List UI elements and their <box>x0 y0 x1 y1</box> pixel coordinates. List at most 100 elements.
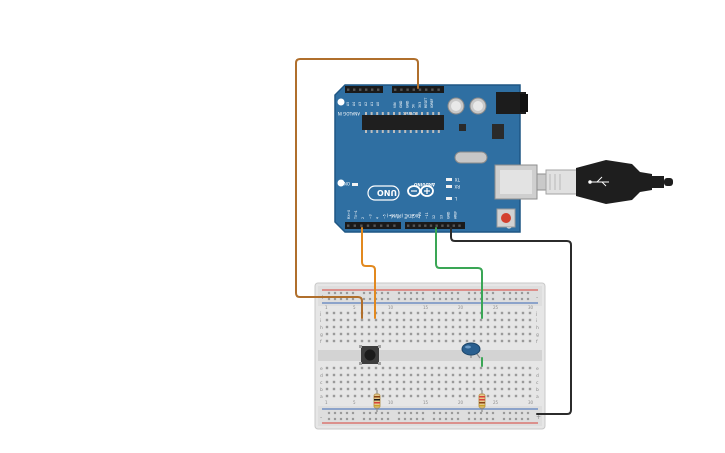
wire-orange-pin2[interactable] <box>361 227 376 319</box>
breadboard-hole <box>325 325 329 329</box>
analog-header <box>345 86 383 93</box>
breadboard-hole <box>500 366 504 370</box>
breadboard-hole <box>458 318 462 322</box>
breadboard-hole <box>353 325 357 329</box>
breadboard-hole <box>521 318 525 322</box>
rail-hole <box>502 417 506 421</box>
breadboard-hole <box>360 339 364 343</box>
header-pin <box>366 224 370 227</box>
rail-hole <box>386 291 390 295</box>
breadboard-hole <box>528 318 532 322</box>
breadboard-hole <box>451 387 455 391</box>
led-icon[interactable] <box>461 342 481 359</box>
rail-hole <box>421 417 425 421</box>
power-header <box>392 86 444 93</box>
breadboard-hole <box>339 318 343 322</box>
mounting-hole <box>337 98 345 106</box>
resistor-icon[interactable] <box>478 390 486 412</box>
rail-hole <box>450 297 454 301</box>
rail-hole <box>485 291 489 295</box>
breadboard-hole <box>514 387 518 391</box>
resistor-icon[interactable] <box>373 390 381 412</box>
breadboard-hole <box>458 373 462 377</box>
breadboard-hole <box>500 339 504 343</box>
rail-hole <box>491 417 495 421</box>
breadboard-hole <box>395 325 399 329</box>
chip-leg <box>393 130 395 133</box>
breadboard-hole <box>507 366 511 370</box>
breadboard-hole <box>325 394 329 398</box>
pin-label: GND <box>446 211 450 219</box>
breadboard-hole <box>528 366 532 370</box>
arduino-infinity-logo <box>407 185 434 197</box>
breadboard-hole <box>528 387 532 391</box>
breadboard-hole <box>353 394 357 398</box>
breadboard-hole <box>381 394 385 398</box>
pin-label: ~5 <box>383 214 387 219</box>
rail-hole <box>386 297 390 301</box>
breadboard-hole <box>458 332 462 336</box>
row-letter: f <box>536 339 538 345</box>
chip-leg <box>381 112 384 115</box>
breadboard-hole <box>437 318 441 322</box>
pin-label: 3V3 <box>418 102 422 108</box>
rail-hole <box>526 291 530 295</box>
atmega-chip <box>362 115 444 130</box>
breadboard-hole <box>409 318 413 322</box>
breadboard-hole <box>409 380 413 384</box>
breadboard-hole <box>360 366 364 370</box>
breadboard-hole <box>395 366 399 370</box>
rail-hole <box>491 411 495 415</box>
push-button-icon[interactable] <box>359 345 381 365</box>
breadboard-hole <box>374 380 378 384</box>
breadboard-hole <box>465 387 469 391</box>
reset-button-icon[interactable] <box>496 208 516 228</box>
breadboard-hole <box>332 373 336 377</box>
row-letter: c <box>536 381 539 386</box>
breadboard-hole <box>423 394 427 398</box>
row-letter: h <box>320 325 323 331</box>
breadboard-hole <box>521 311 525 315</box>
breadboard-hole <box>437 325 441 329</box>
rail-hole <box>380 291 384 295</box>
breadboard-hole <box>472 339 476 343</box>
rail-hole <box>345 417 349 421</box>
breadboard-hole <box>430 366 434 370</box>
wire-green-pin13[interactable] <box>435 227 483 319</box>
rail-hole <box>333 417 337 421</box>
tx-led <box>446 178 452 181</box>
breadboard-hole <box>479 380 483 384</box>
crystal-oscillator <box>454 151 488 164</box>
rail-hole <box>362 291 366 295</box>
breadboard-hole <box>388 394 392 398</box>
pin-label: ~9 <box>411 214 415 219</box>
breadboard-hole <box>402 387 406 391</box>
breadboard-hole <box>472 373 476 377</box>
breadboard-hole <box>458 311 462 315</box>
header-pin <box>407 224 410 227</box>
chip-leg <box>370 130 373 133</box>
arduino-brand-text: ARDUINO <box>413 182 435 187</box>
breadboard-hole <box>514 373 518 377</box>
breadboard-hole <box>437 380 441 384</box>
digital-header-high <box>405 222 465 229</box>
breadboard-hole <box>430 380 434 384</box>
breadboard-hole <box>416 311 420 315</box>
rail-hole <box>467 411 471 415</box>
breadboard-hole <box>451 380 455 384</box>
breadboard-hole <box>423 311 427 315</box>
wire-brown-5v[interactable] <box>295 58 419 319</box>
wire-black-gnd[interactable] <box>450 227 572 415</box>
rail-hole <box>438 297 442 301</box>
rail-hole <box>403 417 407 421</box>
breadboard-hole <box>465 325 469 329</box>
breadboard-hole <box>479 332 483 336</box>
header-pin <box>377 88 380 91</box>
breadboard-hole <box>493 380 497 384</box>
rail-hole <box>432 291 436 295</box>
breadboard-hole <box>437 373 441 377</box>
breadboard-hole <box>514 318 518 322</box>
